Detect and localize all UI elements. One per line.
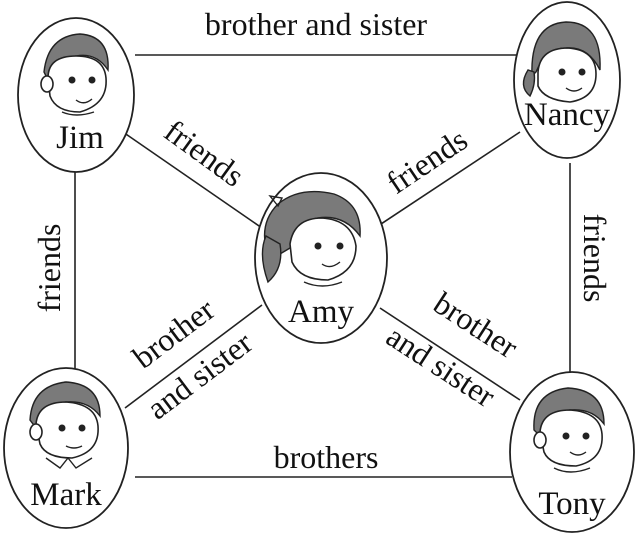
person-node-jim: Jim [18,18,134,172]
person-name-amy: Amy [288,294,355,330]
person-node-amy: Amy [255,173,387,343]
person-node-nancy: Nancy [514,2,620,158]
relation-label-nancy-tony: friends [577,214,613,303]
person-name-tony: Tony [538,486,606,522]
person-node-mark: Mark [4,368,128,528]
relation-label-jim-amy: friends [158,112,251,193]
relation-label-nancy-amy: friends [380,121,474,201]
person-node-tony: Tony [510,372,634,532]
relation-label-mark-tony: brothers [274,439,379,475]
relation-label-jim-nancy: brother and sister [205,6,428,42]
person-name-nancy: Nancy [524,97,611,133]
relation-label-jim-mark: friends [31,224,67,313]
person-name-jim: Jim [56,120,104,156]
person-name-mark: Mark [30,477,102,513]
